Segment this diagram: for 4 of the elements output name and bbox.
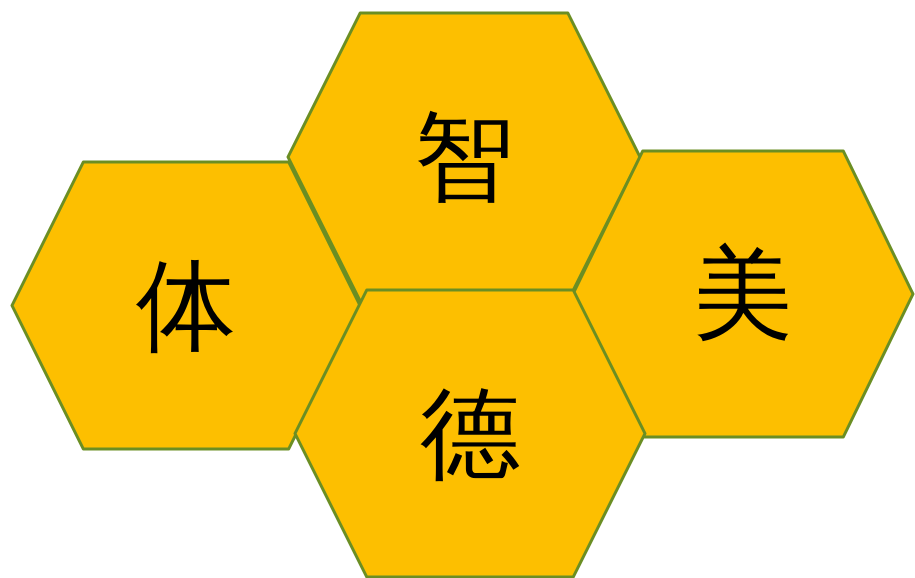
hexagon-label: 德 bbox=[419, 384, 521, 484]
hexagon-label: 体 bbox=[135, 256, 237, 356]
hexagon-label: 美 bbox=[692, 244, 794, 344]
hexagon-label: 智 bbox=[413, 107, 515, 207]
